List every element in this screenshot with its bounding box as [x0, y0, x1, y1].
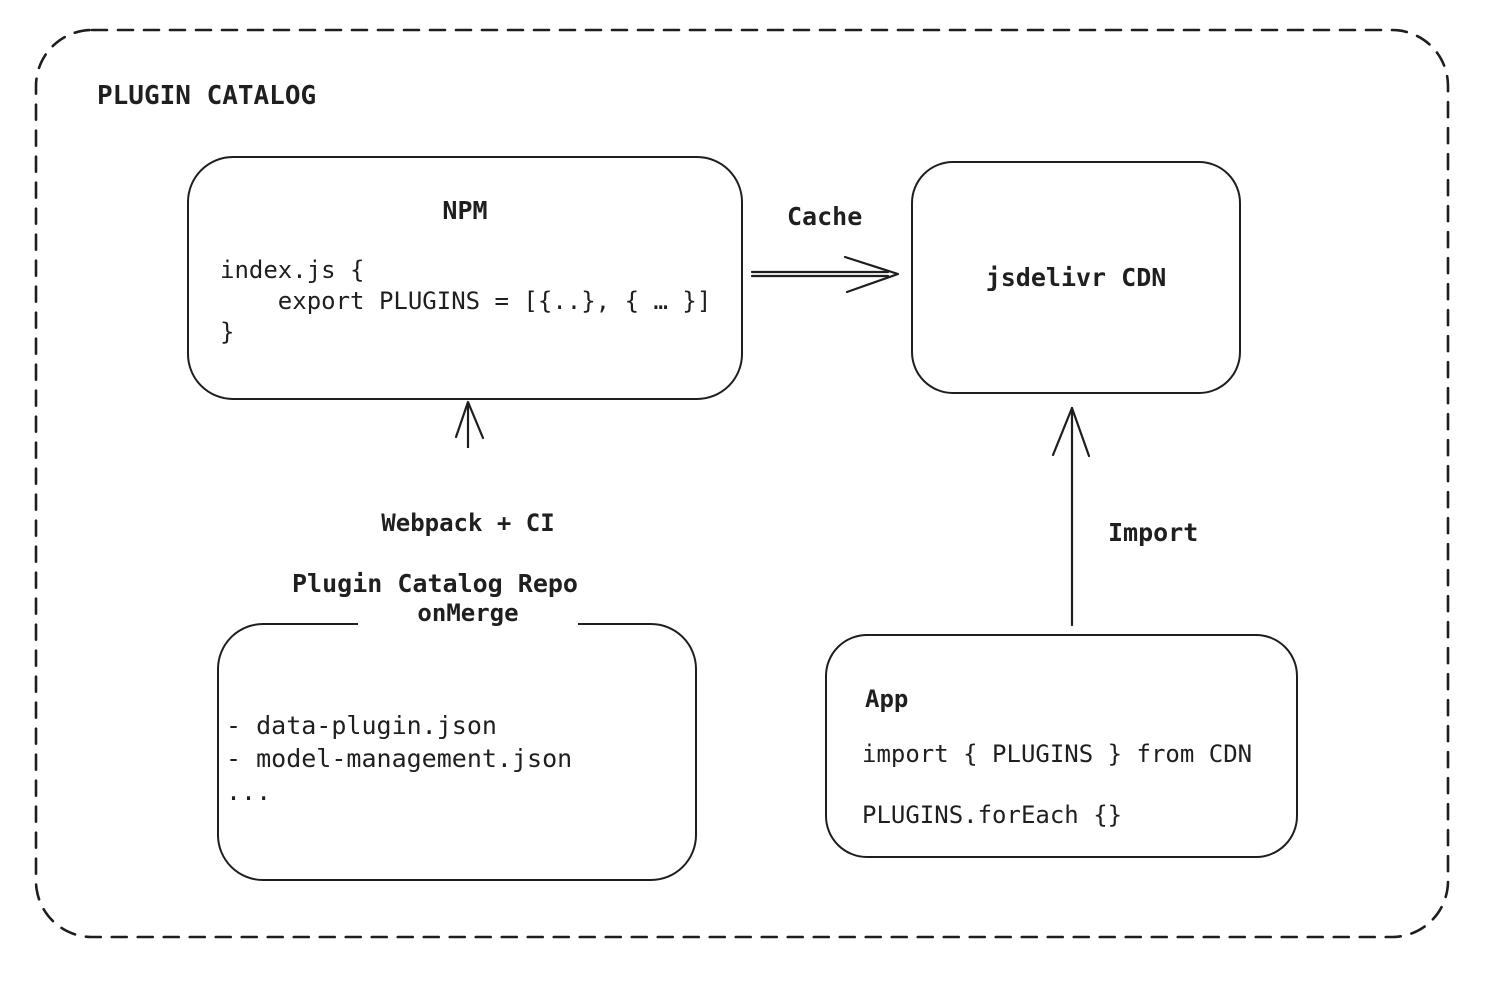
app-code-line: import { PLUGINS } from CDN: [862, 740, 1253, 768]
npm-code-block: index.js { export PLUGINS = [{..}, { … }…: [220, 255, 711, 348]
npm-code-line: index.js {: [220, 256, 365, 284]
repo-box-title: Plugin Catalog Repo: [292, 569, 578, 598]
import-arrow-label: Import: [1108, 518, 1199, 547]
catalog-dashed-boundary: [34, 28, 1450, 939]
app-code-line: PLUGINS.forEach {}: [862, 801, 1123, 829]
npm-code-line: export PLUGINS = [{..}, { … }]: [220, 287, 712, 315]
app-box-title: App: [865, 685, 909, 713]
repo-file-item: - model-management.json: [226, 744, 573, 773]
npm-code-line: }: [220, 318, 235, 346]
npm-box-title: NPM: [442, 196, 488, 225]
import-arrow: [1051, 406, 1091, 627]
build-arrow-label-line2: onMerge: [417, 599, 519, 627]
plugin-catalog-repo-box: - data-plugin.json - model-management.js…: [217, 623, 697, 881]
jsdelivr-cdn-label: jsdelivr CDN: [985, 263, 1167, 292]
build-arrow-label: Webpack + CI onMerge: [358, 448, 578, 688]
repo-file-list: - data-plugin.json - model-management.js…: [226, 709, 572, 808]
npm-box: NPM index.js { export PLUGINS = [{..}, {…: [187, 156, 743, 400]
app-box: App import { PLUGINS } from CDN PLUGINS.…: [825, 634, 1298, 858]
build-arrow-label-line1: Webpack + CI: [381, 509, 555, 537]
jsdelivr-cdn-box: jsdelivr CDN: [911, 161, 1241, 394]
diagram-title: PLUGIN CATALOG: [97, 81, 317, 111]
repo-file-item: - data-plugin.json: [226, 711, 497, 740]
repo-file-item: ...: [226, 777, 272, 806]
cache-arrow-label: Cache: [787, 202, 863, 231]
cache-arrow: [750, 255, 900, 294]
